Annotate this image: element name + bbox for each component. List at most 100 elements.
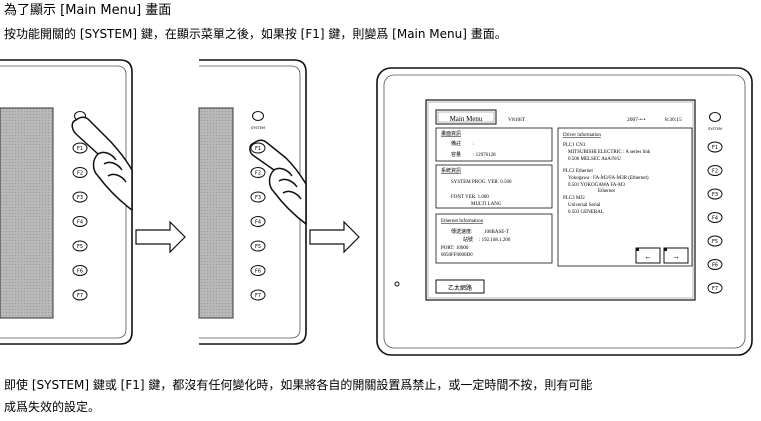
panel-2-system-label: SYSTEM (251, 126, 265, 130)
f-key-button[interactable] (250, 289, 266, 301)
f-key-label: F4 (255, 220, 261, 226)
hand-icon (71, 116, 133, 211)
screen-info-value2: : 12976128 (473, 153, 496, 158)
note-line-1: 即使 [SYSTEM] 鍵或 [F1] 鍵，都沒有任何變化時，如果將各自的開關設… (4, 378, 593, 392)
station-value: : 192.168.1.200 (479, 238, 511, 243)
f-key-label: F6 (712, 263, 718, 269)
arrow-2 (309, 220, 360, 254)
screen-info-value1: : (473, 142, 474, 147)
f-key-label: F1 (77, 146, 83, 152)
scroll-left-button[interactable] (635, 247, 661, 264)
f-key-label: F6 (77, 269, 83, 275)
f-key-label: F3 (712, 192, 718, 198)
arrow-left-icon: ← (644, 252, 652, 261)
power-led (394, 281, 400, 287)
screen-content: Main Menu V810iT 2007-•-• 8:30:15 畫面資訊 備… (435, 109, 693, 294)
system-prog: SYSTEM PROG. VER. 0.500 (451, 180, 512, 185)
f-key-label: F7 (77, 293, 83, 299)
f-key-label: F1 (712, 145, 718, 151)
ethernet-info-box (435, 213, 553, 264)
hand-icon (249, 139, 307, 225)
f-key-button[interactable] (72, 191, 88, 203)
note-line-2: 成爲失效的設定。 (4, 400, 101, 414)
f-key-button[interactable] (72, 240, 88, 252)
panel-3: SYSTEM (376, 67, 753, 356)
font-version: FONT VER. 1.000 (451, 195, 489, 200)
f-key-label: F6 (255, 269, 261, 275)
ethernet-button-label: 乙太網路 (448, 284, 472, 292)
driver-line: PLC1 CN1 (563, 143, 586, 148)
f-key-label: F5 (77, 244, 83, 250)
arrow-right-icon: → (672, 252, 680, 261)
driver-line: Yokogawa : FA-M3/FA-M3R (Ethernet) (568, 176, 649, 181)
f-key-label: F5 (255, 244, 261, 250)
page-heading: 為了顯示 [Main Menu] 畫面 (4, 3, 172, 18)
panel-3-system-label: SYSTEM (708, 127, 722, 131)
f-key-button[interactable] (707, 259, 723, 270)
driver-line: PLC2 Ethernet (563, 169, 593, 174)
driver-line: PLC3 MJ2 (563, 196, 585, 201)
screen-info-label1: 備註 (451, 140, 461, 147)
f-key-label: F2 (712, 169, 718, 175)
screen-info-label2: 容量 (451, 151, 461, 158)
f-key-button[interactable] (250, 167, 266, 178)
time-text: 8:30:15 (665, 117, 682, 123)
f-key-button[interactable] (707, 188, 723, 200)
f-key-button[interactable] (250, 142, 266, 154)
f-key-label: F4 (712, 216, 718, 222)
f-key-button[interactable] (72, 265, 88, 276)
f-key-label: F1 (255, 146, 261, 152)
f-key-label: F2 (77, 171, 83, 177)
f-key-button[interactable] (250, 191, 266, 203)
f-key-button[interactable] (707, 282, 723, 294)
f-key-label: F4 (77, 220, 83, 226)
f-key-button[interactable] (72, 167, 88, 178)
station-label: 站號 (463, 236, 473, 243)
ethernet-button[interactable] (435, 279, 485, 294)
instruction-text: 按功能開關的 [SYSTEM] 鍵，在顯示菜單之後，如果按 [F1] 鍵，則變爲… (4, 27, 507, 41)
panel-3-keys: SYSTEM (708, 112, 722, 131)
driver-line: Ethernet (598, 189, 616, 194)
f-key-button[interactable] (250, 216, 266, 227)
system-info-heading: 系統資訊 (441, 167, 461, 174)
date-text: 2007-•-• (627, 117, 646, 123)
language: MULTI LANG (471, 202, 502, 207)
main-menu-button[interactable] (435, 109, 497, 125)
f-key-button[interactable] (72, 216, 88, 227)
f-key-label: F2 (255, 171, 261, 177)
f-key-button[interactable] (72, 142, 88, 154)
driver-line: 0.506 MELSEC AnA/N/U (568, 157, 621, 162)
f-key-label: F7 (255, 293, 261, 299)
screen-info-box (435, 127, 553, 162)
driver-heading: Driver information (563, 133, 601, 138)
main-menu-label: Main Menu (450, 115, 483, 123)
f-key-button[interactable] (707, 165, 723, 176)
port-text: PORT: 10000 (441, 246, 469, 251)
driver-line: Universal Serial (568, 203, 601, 208)
f-key-label: F3 (255, 195, 261, 201)
f-key-button[interactable] (707, 235, 723, 247)
driver-line: 0.503 GENERAL (568, 210, 604, 215)
f-key-label: F7 (712, 286, 718, 292)
driver-info-box (557, 127, 693, 267)
model-name: V810iT (508, 117, 526, 123)
f-key-button[interactable] (250, 240, 266, 252)
scroll-right-button[interactable] (663, 247, 689, 264)
driver-line: MITSUBISHI ELECTRIC : A series link (568, 150, 651, 155)
panel-1: SYSTEM (0, 59, 133, 345)
ethernet-heading: Ethernet Information (441, 219, 484, 224)
f-key-button[interactable] (72, 289, 88, 301)
mac-text: 0050FF0000D0 (441, 253, 473, 258)
arrow-1 (135, 220, 186, 254)
speed-value: 100BASE-T (484, 230, 509, 235)
driver-line: 0.501 YOKOGAWA FA-M3 (568, 183, 625, 188)
f-key-button[interactable] (707, 141, 723, 153)
main-menu-screen (425, 99, 696, 301)
f-key-button[interactable] (250, 265, 266, 276)
f-key-label: F5 (712, 239, 718, 245)
f-key-button[interactable] (707, 212, 723, 223)
